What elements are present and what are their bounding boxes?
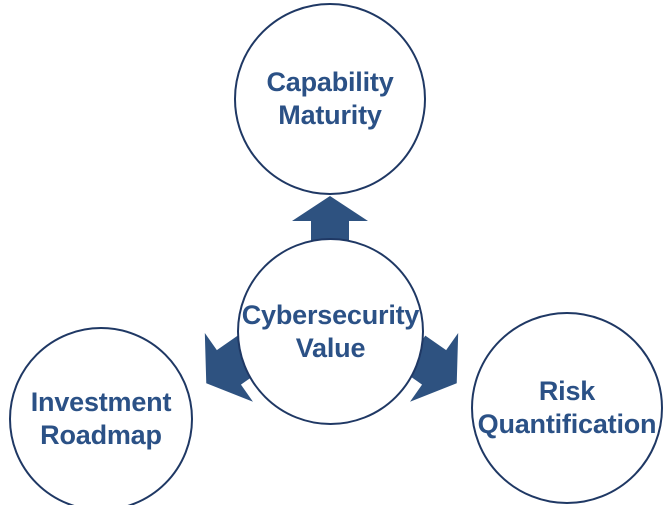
node-risk-quantification-line2: Quantification xyxy=(477,409,657,439)
node-cybersecurity-value-label: Cybersecurity Value xyxy=(242,299,420,365)
node-capability-maturity-line2: Maturity xyxy=(278,100,382,130)
node-capability-maturity-line1: Capability xyxy=(266,67,394,98)
node-risk-quantification-label: Risk Quantification xyxy=(478,375,657,441)
arrow-up-icon xyxy=(292,196,368,244)
node-investment-roadmap-line2: Roadmap xyxy=(40,420,162,450)
node-investment-roadmap[interactable]: Investment Roadmap xyxy=(9,327,193,505)
node-cybersecurity-value[interactable]: Cybersecurity Value xyxy=(237,238,424,425)
node-cybersecurity-value-line2: Value xyxy=(295,332,366,363)
node-risk-quantification[interactable]: Risk Quantification xyxy=(471,312,663,504)
node-risk-quantification-line1: Risk xyxy=(538,376,596,407)
node-capability-maturity-label: Capability Maturity xyxy=(266,66,393,132)
node-capability-maturity[interactable]: Capability Maturity xyxy=(234,3,426,195)
node-investment-roadmap-line1: Investment xyxy=(30,387,172,418)
node-investment-roadmap-label: Investment Roadmap xyxy=(31,386,172,452)
node-cybersecurity-value-line1: Cybersecurity xyxy=(241,299,420,330)
